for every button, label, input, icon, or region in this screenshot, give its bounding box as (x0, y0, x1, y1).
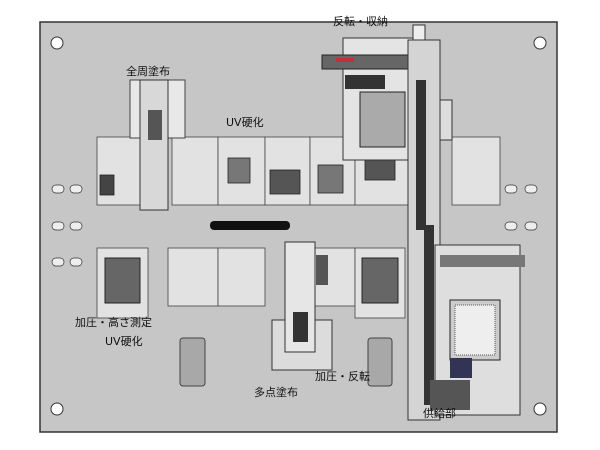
label-uv-cure-bottom: UV硬化 (105, 335, 143, 348)
pad-left (179, 337, 206, 387)
press-flip-unit (361, 257, 399, 304)
label-supply: 供給部 (423, 407, 456, 420)
supply-unit (430, 244, 525, 416)
pad-right (367, 337, 393, 387)
label-full-coat: 全周塗布 (126, 65, 170, 78)
fixing-slots (51, 184, 538, 267)
multi-point-gantry (271, 241, 333, 371)
label-multi-point-coat: 多点塗布 (254, 386, 298, 399)
mounting-holes (50, 36, 547, 416)
label-flip-store: 反転・収納 (333, 15, 388, 28)
label-press-height: 加圧・高さ測定 (75, 316, 152, 329)
uv-cure-units (99, 149, 396, 196)
press-height-unit (104, 257, 141, 304)
full-coat-gantry (129, 79, 186, 211)
label-press-flip: 加圧・反転 (315, 370, 370, 383)
label-uv-cure-top: UV硬化 (226, 116, 264, 129)
center-slot (210, 221, 290, 230)
